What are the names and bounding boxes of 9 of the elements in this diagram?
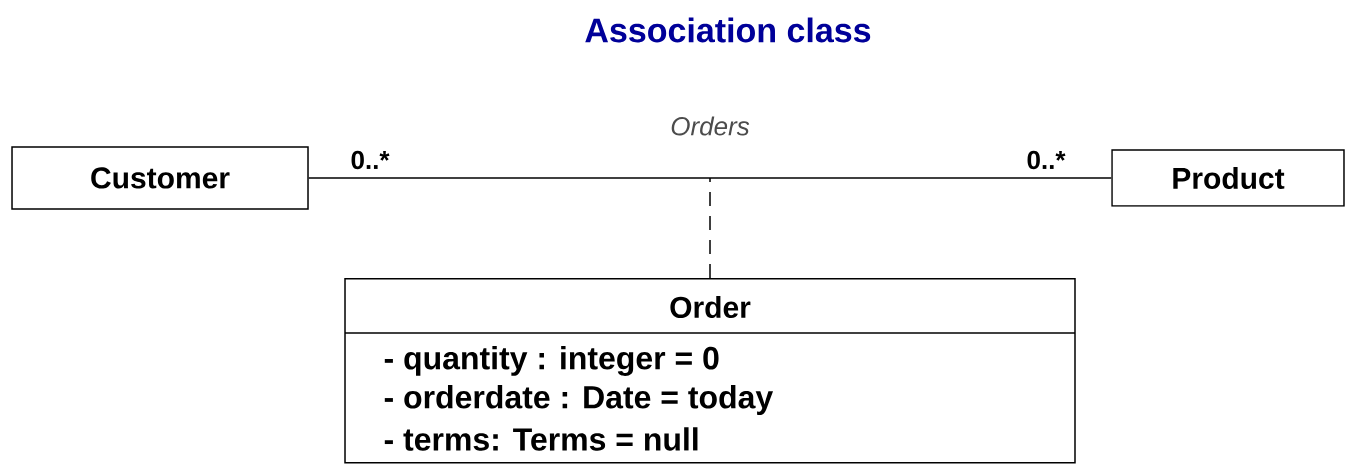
title: Association class [585,17,871,43]
class-box: Order - quantity : integer = 0 - orderdate : Date = today - terms: Terms = null [344,278,1076,464]
association-line [308,177,1112,179]
multiplicity-label: 0..* [351,150,390,170]
multiplicity-label: 0..* [1027,150,1066,170]
class-box: Product [1111,149,1345,207]
edge-label: Orders [671,116,750,136]
dashed-line [709,177,711,279]
class-box: Customer [11,146,309,210]
